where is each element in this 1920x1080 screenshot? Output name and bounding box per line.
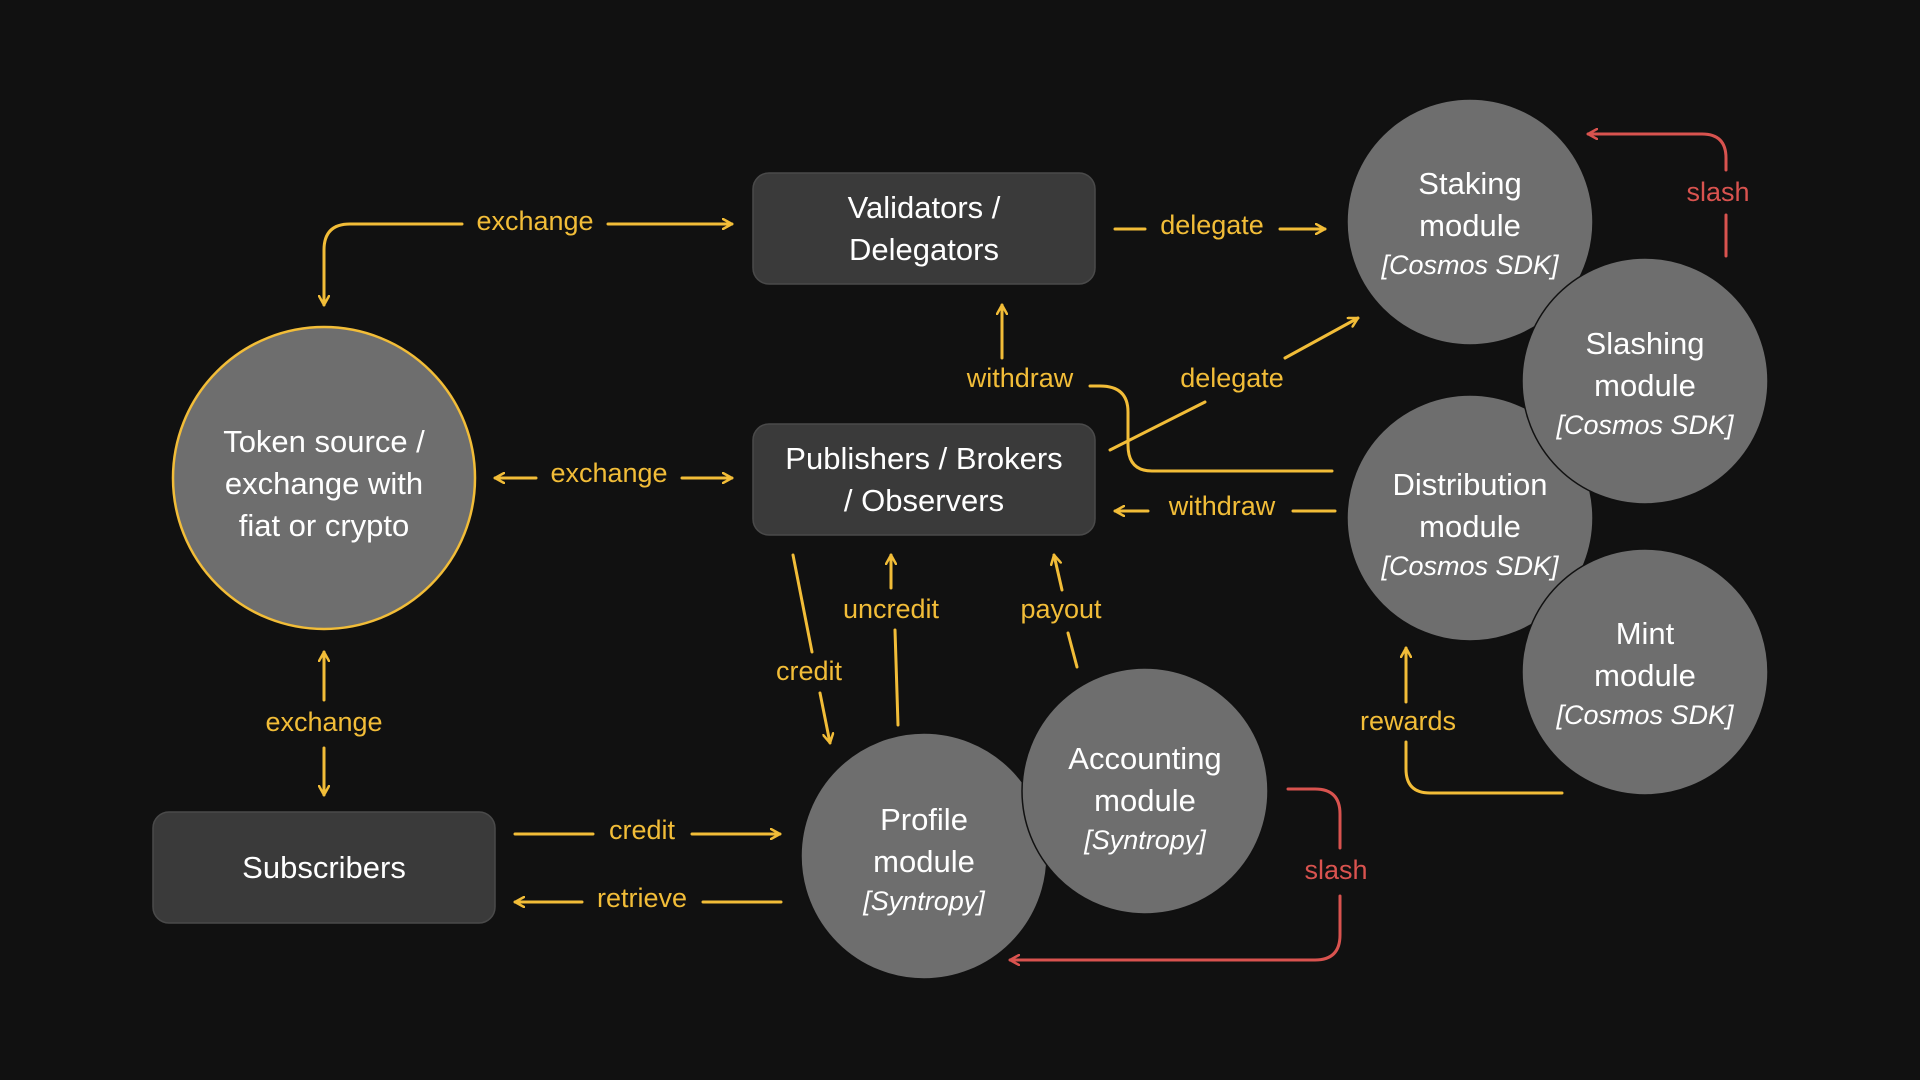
edge-retrieve-profile-subscribers: retrieve xyxy=(513,883,783,913)
publishers-brokers-observers-box: Publishers / Brokers / Observers xyxy=(752,423,1096,536)
edge-payout-accounting-publishers: payout xyxy=(1020,553,1102,669)
edge-label-exchange-top: exchange xyxy=(476,206,593,236)
edge-delegate-validators-staking: delegate xyxy=(1113,210,1327,240)
distribution-line2: module xyxy=(1419,509,1521,544)
accounting-line2: module xyxy=(1094,783,1196,818)
profile-line2: module xyxy=(873,844,975,879)
edge-label-credit-subscribers: credit xyxy=(609,815,676,845)
edge-label-rewards: rewards xyxy=(1360,706,1456,736)
subscribers-label: Subscribers xyxy=(242,850,406,885)
profile-module-node: Profile module [Syntropy] xyxy=(800,732,1048,980)
profile-line1: Profile xyxy=(880,802,968,837)
edge-rewards-mint-distribution: rewards xyxy=(1360,646,1564,795)
slashing-line2: module xyxy=(1594,368,1696,403)
mint-line2: module xyxy=(1594,658,1696,693)
accounting-line1: Accounting xyxy=(1068,741,1221,776)
edge-label-delegate-top: delegate xyxy=(1160,210,1264,240)
edge-label-withdraw-up: withdraw xyxy=(966,363,1074,393)
staking-module-node: Staking module [Cosmos SDK] xyxy=(1346,98,1594,346)
edge-exchange-token-subscribers: exchange xyxy=(265,650,383,797)
distribution-line1: Distribution xyxy=(1392,467,1547,502)
mint-module-node: Mint module [Cosmos SDK] xyxy=(1521,548,1769,796)
edge-label-exchange-mid: exchange xyxy=(550,458,667,488)
validators-label-line2: Delegators xyxy=(849,232,999,267)
edge-label-credit-publishers: credit xyxy=(776,656,843,686)
edge-label-payout: payout xyxy=(1020,594,1102,624)
slashing-sub: [Cosmos SDK] xyxy=(1555,410,1735,440)
edge-exchange-token-validators: exchange xyxy=(324,206,734,307)
edge-uncredit-profile-publishers: uncredit xyxy=(843,553,940,727)
edge-withdraw-distribution-publishers: withdraw xyxy=(1113,491,1337,521)
edge-label-delegate-mid: delegate xyxy=(1180,363,1284,393)
edge-label-withdraw-left: withdraw xyxy=(1168,491,1276,521)
token-source-line1: Token source / xyxy=(223,424,425,459)
profile-sub: [Syntropy] xyxy=(862,886,986,916)
slashing-line1: Slashing xyxy=(1586,326,1705,361)
distribution-sub: [Cosmos SDK] xyxy=(1380,551,1560,581)
edge-exchange-token-publishers: exchange xyxy=(493,458,734,488)
slashing-module-node: Slashing module [Cosmos SDK] xyxy=(1521,257,1769,505)
edge-label-slash-staking: slash xyxy=(1686,177,1749,207)
accounting-sub: [Syntropy] xyxy=(1083,825,1207,855)
edge-slash-slashing-staking: slash xyxy=(1586,134,1750,258)
edge-label-retrieve: retrieve xyxy=(597,883,687,913)
staking-line1: Staking xyxy=(1418,166,1521,201)
subscribers-box: Subscribers xyxy=(152,811,496,924)
publishers-label-line2: / Observers xyxy=(844,483,1004,518)
staking-line2: module xyxy=(1419,208,1521,243)
accounting-module-node: Accounting module [Syntropy] xyxy=(1021,667,1269,915)
token-source-line2: exchange with xyxy=(225,466,423,501)
edge-withdraw-distribution-validators: withdraw xyxy=(966,303,1334,473)
token-source-node: Token source / exchange with fiat or cry… xyxy=(171,325,477,631)
validators-label-line1: Validators / xyxy=(848,190,1001,225)
edge-credit-publishers-profile: credit xyxy=(776,553,843,745)
mint-line1: Mint xyxy=(1616,616,1675,651)
validators-delegators-box: Validators / Delegators xyxy=(752,172,1096,285)
publishers-label-line1: Publishers / Brokers xyxy=(785,441,1062,476)
edge-label-slash-accounting: slash xyxy=(1304,855,1367,885)
mint-sub: [Cosmos SDK] xyxy=(1555,700,1735,730)
edge-label-exchange-bottom: exchange xyxy=(265,707,382,737)
edge-delegate-publishers-staking: delegate xyxy=(1108,316,1360,452)
distribution-module-node: Distribution module [Cosmos SDK] xyxy=(1346,394,1594,642)
edge-slash-accounting-profile: slash xyxy=(1008,787,1368,960)
staking-sub: [Cosmos SDK] xyxy=(1380,250,1560,280)
token-source-line3: fiat or crypto xyxy=(239,508,410,543)
edge-label-uncredit: uncredit xyxy=(843,594,940,624)
edge-credit-subscribers-profile: credit xyxy=(513,815,782,845)
